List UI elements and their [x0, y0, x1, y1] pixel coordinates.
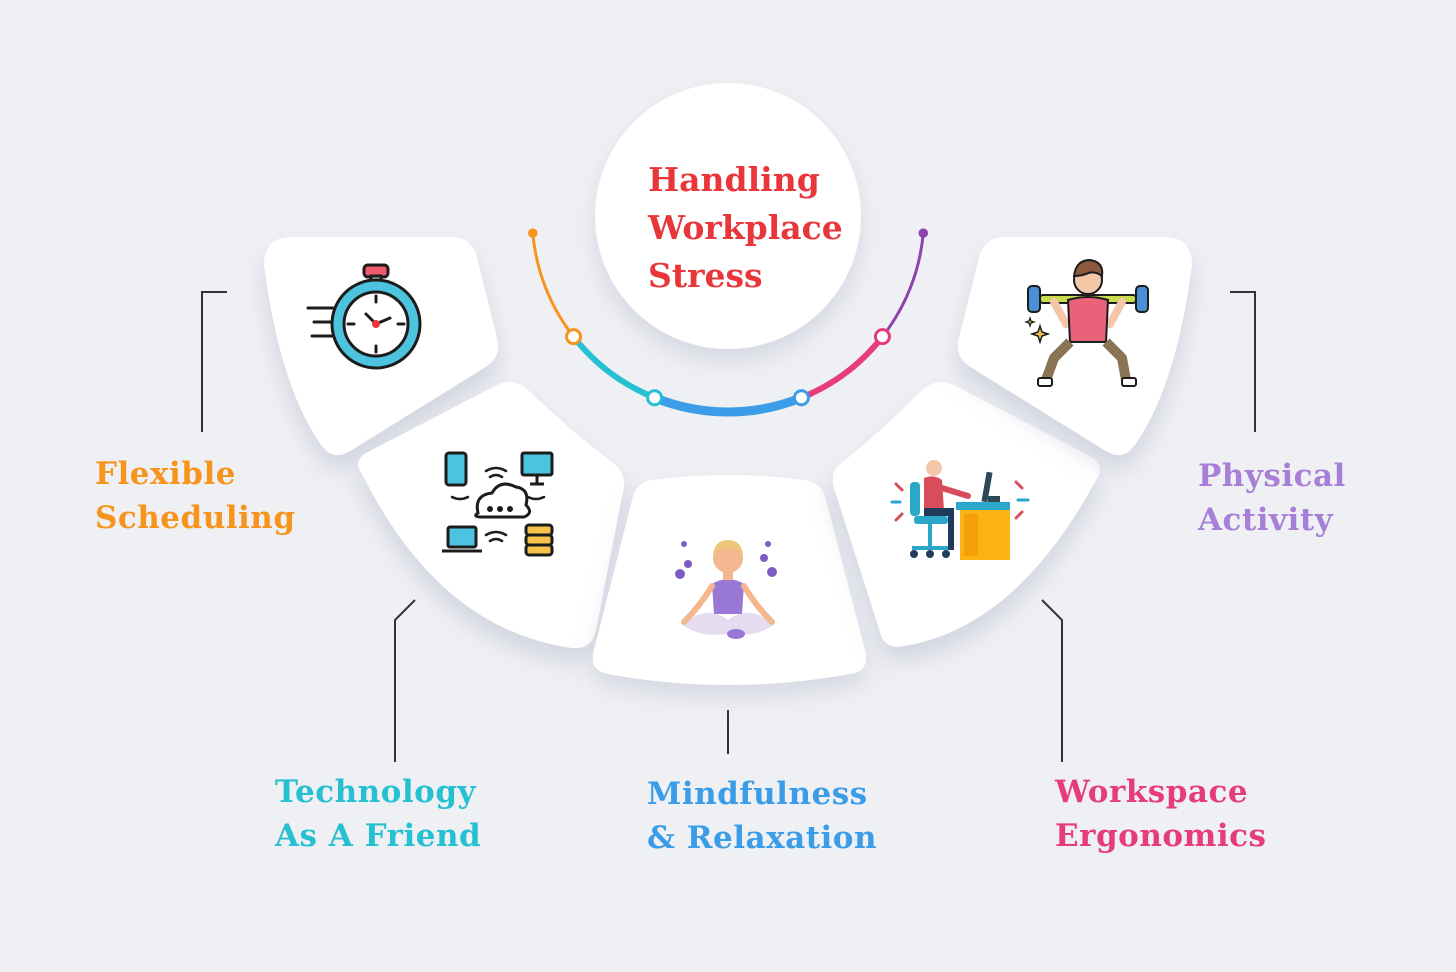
progress-arc: [527, 228, 929, 417]
connector-lines: [201, 291, 1256, 762]
arc-node: [873, 328, 891, 346]
connector-workspace: [1041, 599, 1063, 762]
label-line-1: Mindfulness: [647, 776, 868, 812]
cloud-network-icon: [442, 451, 554, 557]
weightlifter-icon: [1024, 258, 1149, 387]
connector-technology: [394, 599, 416, 762]
meditation-icon: [675, 540, 777, 639]
label-line-1: Technology: [275, 774, 477, 810]
label-physical-activity: Physical Activity: [1198, 454, 1346, 542]
arc-node: [918, 228, 929, 238]
label-mindfulness: Mindfulness & Relaxation: [647, 772, 877, 860]
connector-flexible: [201, 291, 227, 432]
arc-node: [792, 389, 810, 407]
label-line-2: Activity: [1198, 502, 1334, 538]
arc-segment: [650, 393, 806, 417]
stopwatch-icon: [306, 263, 422, 370]
connector-physical: [1230, 291, 1256, 432]
label-technology: Technology As A Friend: [275, 770, 481, 858]
title-line-3: Stress: [648, 256, 763, 295]
diagram-title: Handling Workplace Stress: [648, 156, 843, 300]
arc-segment: [798, 333, 886, 401]
arc-node: [527, 228, 538, 238]
desk-worker-icon: [890, 460, 1030, 560]
arc-segment: [880, 231, 925, 339]
label-line-2: Ergonomics: [1055, 818, 1267, 854]
label-line-2: As A Friend: [275, 818, 482, 854]
arc-node: [565, 328, 583, 346]
label-line-1: Physical: [1198, 458, 1346, 494]
label-line-1: Flexible: [95, 456, 236, 492]
label-workspace: Workspace Ergonomics: [1055, 770, 1266, 858]
title-circle: [595, 83, 861, 349]
label-line-2: Scheduling: [95, 500, 296, 536]
label-line-2: & Relaxation: [647, 820, 878, 856]
title-line-2: Workplace: [648, 208, 843, 247]
arc-segment: [531, 231, 576, 339]
arc-node: [646, 389, 664, 407]
title-line-1: Handling: [648, 160, 820, 199]
card-physical: [957, 237, 1192, 456]
label-line-1: Workspace: [1055, 774, 1249, 810]
label-flexible-scheduling: Flexible Scheduling: [95, 452, 296, 540]
arc-segment: [570, 333, 658, 401]
